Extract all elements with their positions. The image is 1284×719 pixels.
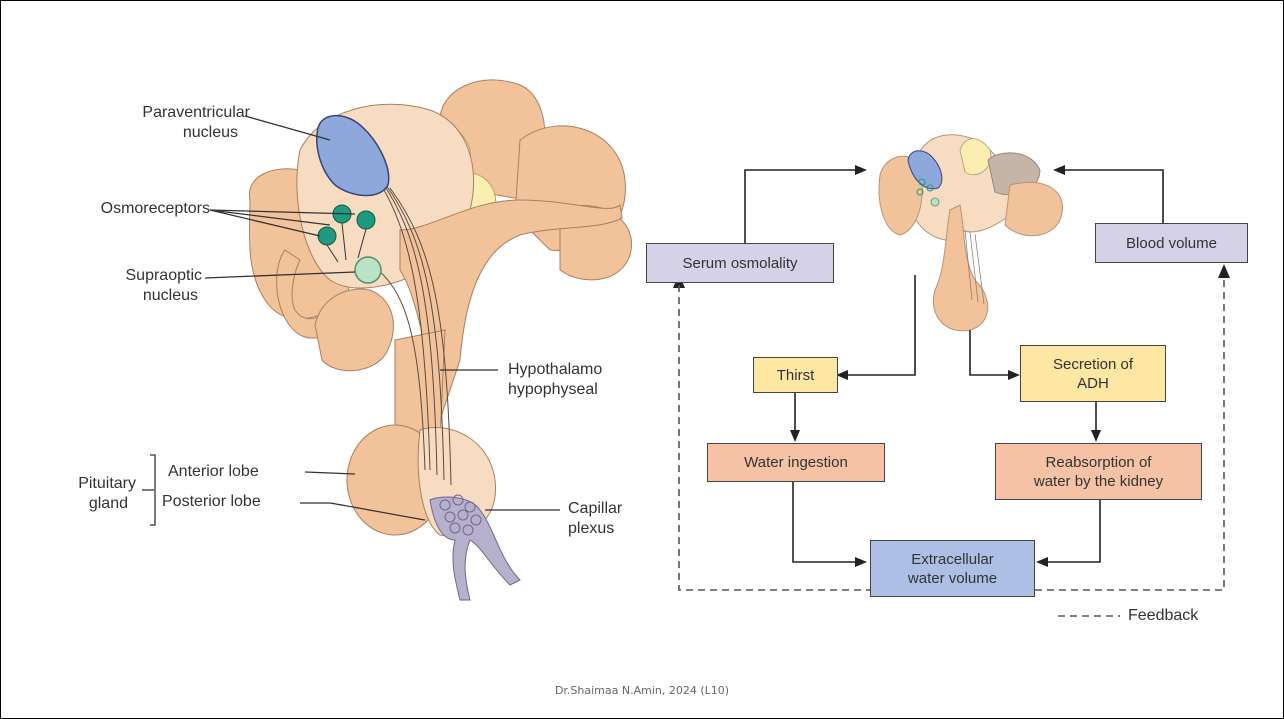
label-supraoptic: Supraoptic [40, 266, 202, 286]
box-thirst-text: Thirst [777, 366, 815, 385]
label-hypothalamo: Hypothalamo [508, 360, 602, 380]
label-paraventricular-line1: Paraventricular [142, 104, 250, 121]
box-secretion-line2: ADH [1077, 374, 1109, 393]
box-secretion-line1: Secretion of [1053, 355, 1133, 374]
legend-feedback-label: Feedback [1128, 606, 1198, 626]
box-reabsorption-line1: Reabsorption of [1046, 453, 1152, 472]
label-capillary: Capillar [568, 499, 622, 519]
label-gland: gland [40, 494, 128, 514]
footer-credit: Dr.Shaimaa N.Amin, 2024 (L10) [0, 684, 1284, 697]
label-plexus: plexus [568, 519, 614, 539]
box-reabsorption-line2: water by the kidney [1034, 472, 1163, 491]
box-serum-osmolality-text: Serum osmolality [682, 254, 797, 273]
box-serum-osmolality: Serum osmolality [646, 243, 834, 283]
label-paraventricular: Paraventricular [70, 103, 250, 123]
box-thirst: Thirst [753, 357, 838, 393]
box-ecv-line2: water volume [908, 569, 997, 588]
label-supraoptic-nucleus: nucleus [40, 286, 198, 306]
box-ecv-line1: Extracellular [911, 550, 994, 569]
box-reabsorption: Reabsorption of water by the kidney [995, 443, 1202, 500]
label-posterior-lobe: Posterior lobe [162, 492, 261, 512]
box-extracellular-water-volume: Extracellular water volume [870, 540, 1035, 597]
box-water-ingestion: Water ingestion [707, 443, 885, 482]
label-anterior-lobe: Anterior lobe [168, 462, 259, 482]
box-blood-volume: Blood volume [1095, 223, 1248, 263]
label-paraventricular-2: nucleus [70, 123, 238, 143]
box-water-ingestion-text: Water ingestion [744, 453, 848, 472]
box-blood-volume-text: Blood volume [1126, 234, 1217, 253]
label-paraventricular-line2: nucleus [183, 124, 238, 141]
label-pituitary: Pituitary [40, 474, 136, 494]
label-hypophyseal: hypophyseal [508, 380, 598, 400]
label-osmoreceptors: Osmoreceptors [40, 199, 210, 219]
box-secretion-adh: Secretion of ADH [1020, 345, 1166, 402]
